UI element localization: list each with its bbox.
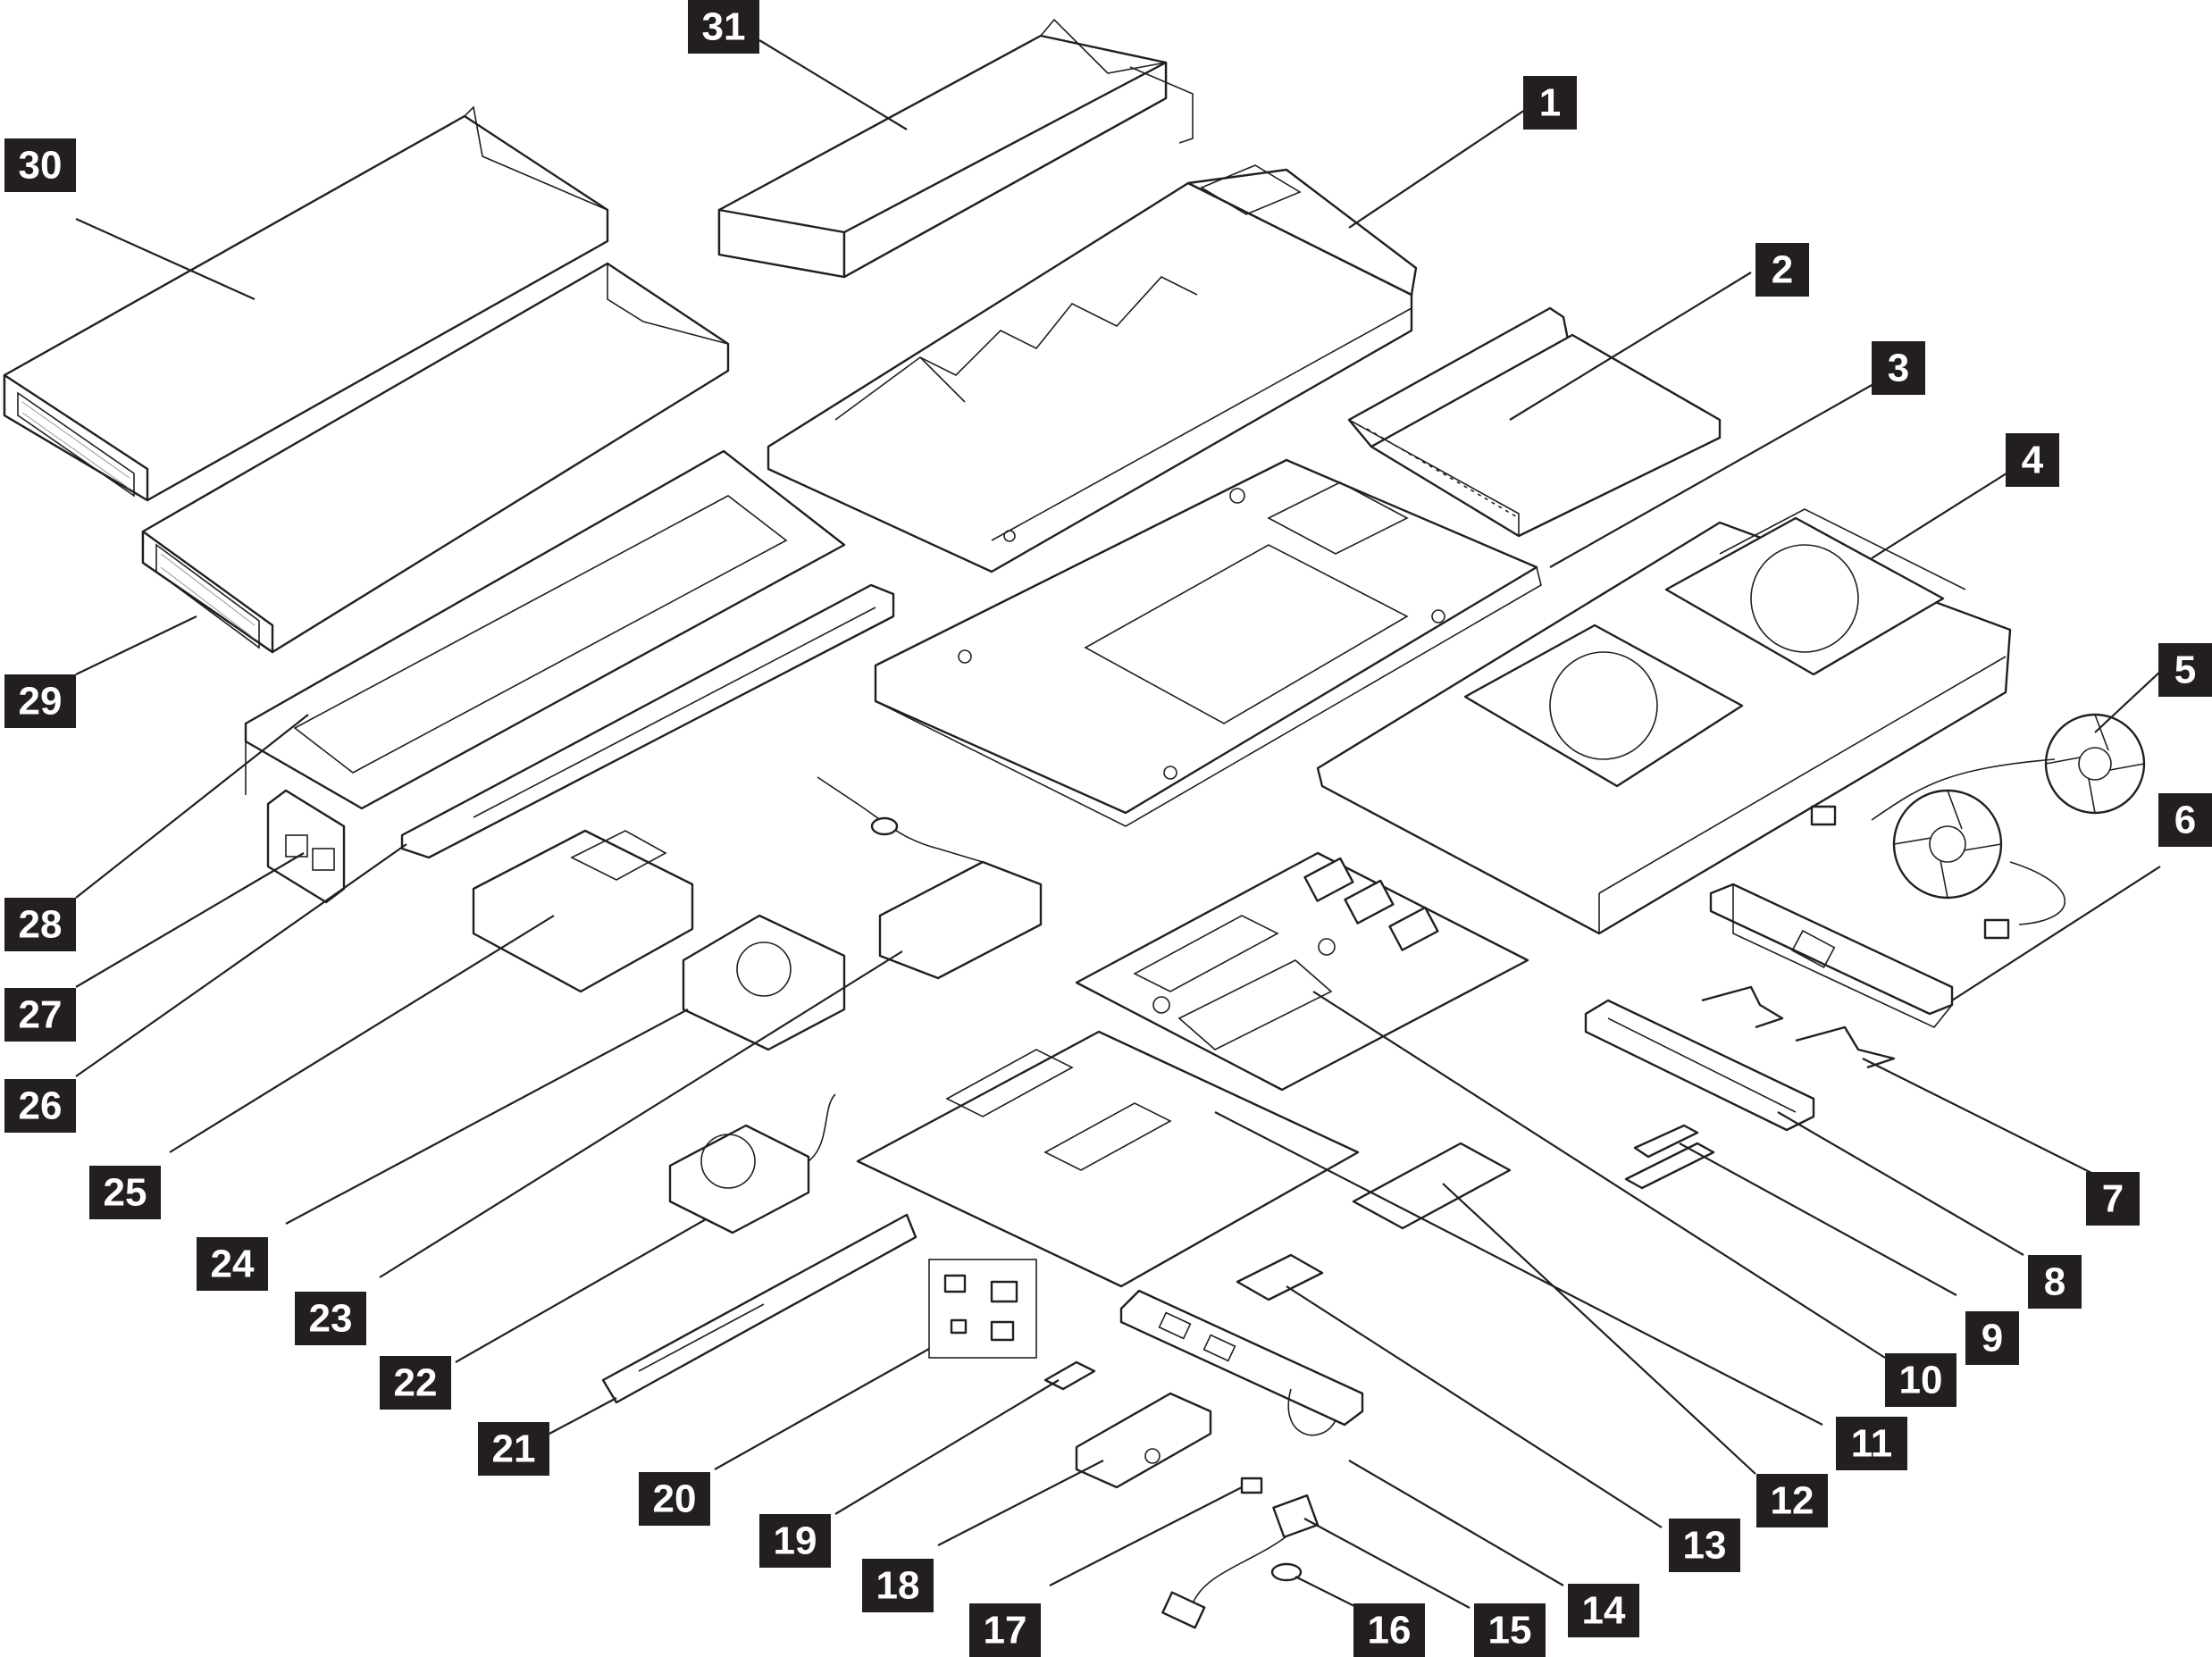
callout-8-text: 8 bbox=[2044, 1260, 2065, 1304]
callout-18: 18 bbox=[862, 1559, 934, 1612]
callout-15: 15 bbox=[1474, 1603, 1546, 1657]
callout-30: 30 bbox=[4, 138, 76, 192]
callout-9: 9 bbox=[1965, 1311, 2019, 1365]
callout-10: 10 bbox=[1885, 1353, 1956, 1407]
callout-13: 13 bbox=[1669, 1519, 1740, 1572]
callout-29: 29 bbox=[4, 674, 76, 728]
callout-23: 23 bbox=[295, 1292, 366, 1345]
callout-1: 1 bbox=[1523, 76, 1577, 130]
callout-14: 14 bbox=[1568, 1584, 1639, 1637]
callout-26: 26 bbox=[4, 1079, 76, 1133]
part-26-rail bbox=[400, 583, 895, 859]
callout-7: 7 bbox=[2086, 1172, 2140, 1226]
callout-6-text: 6 bbox=[2174, 799, 2196, 842]
callout-19: 19 bbox=[759, 1514, 831, 1568]
callout-26-text: 26 bbox=[19, 1084, 63, 1128]
callout-25-text: 25 bbox=[104, 1171, 147, 1215]
callout-30-text: 30 bbox=[19, 144, 63, 188]
part-2-bracket bbox=[1347, 306, 1722, 538]
part-3-top-cover bbox=[874, 458, 1542, 827]
callout-22-text: 22 bbox=[394, 1361, 438, 1405]
callout-17: 17 bbox=[969, 1603, 1041, 1657]
part-27-drive bbox=[266, 789, 346, 904]
callout-11-text: 11 bbox=[1851, 1422, 1893, 1466]
callout-17-text: 17 bbox=[984, 1609, 1027, 1653]
callout-23-text: 23 bbox=[309, 1297, 353, 1341]
callout-12: 12 bbox=[1756, 1474, 1828, 1527]
part-8-rail bbox=[1584, 999, 1815, 1132]
callout-14-text: 14 bbox=[1582, 1589, 1626, 1633]
callout-1-text: 1 bbox=[1539, 81, 1561, 125]
callout-4-text: 4 bbox=[2022, 439, 2044, 482]
part-14-io-bracket bbox=[1119, 1289, 1364, 1436]
part-23-power-adapter bbox=[817, 776, 1043, 980]
callout-10-text: 10 bbox=[1899, 1359, 1943, 1402]
leader-lines bbox=[75, 39, 2163, 1627]
part-1-heatsink-shroud bbox=[767, 164, 1418, 573]
part-22-small-fan bbox=[668, 1093, 836, 1234]
callout-24-text: 24 bbox=[211, 1243, 255, 1286]
callout-20: 20 bbox=[639, 1472, 710, 1526]
callout-21: 21 bbox=[478, 1422, 549, 1476]
part-20-screw-kit bbox=[928, 1259, 1037, 1359]
callout-22: 22 bbox=[380, 1356, 451, 1410]
callout-9-text: 9 bbox=[1982, 1317, 2003, 1360]
callout-16: 16 bbox=[1353, 1603, 1425, 1657]
callout-27-text: 27 bbox=[19, 993, 63, 1037]
callout-5-text: 5 bbox=[2174, 649, 2196, 692]
callout-3: 3 bbox=[1872, 341, 1925, 395]
part-4-fan-housing bbox=[1316, 508, 2012, 935]
callout-20-text: 20 bbox=[653, 1477, 697, 1521]
part-19-chip bbox=[1043, 1360, 1096, 1391]
part-28-tray bbox=[244, 449, 846, 810]
part-13-memory-card bbox=[1352, 1142, 1512, 1230]
callout-7-text: 7 bbox=[2102, 1177, 2124, 1221]
callout-31-text: 31 bbox=[702, 5, 746, 49]
part-5-fans bbox=[1810, 713, 2146, 940]
part-25-air-baffle bbox=[472, 829, 694, 993]
part-30-chassis bbox=[3, 105, 609, 502]
part-31-pcie-adapter bbox=[717, 18, 1194, 279]
callout-8: 8 bbox=[2028, 1255, 2082, 1309]
part-12-m2-card bbox=[1236, 1253, 1324, 1301]
callout-2: 2 bbox=[1755, 243, 1809, 297]
callout-27: 27 bbox=[4, 988, 76, 1042]
callout-4: 4 bbox=[2006, 433, 2059, 487]
callout-11: 11 bbox=[1836, 1417, 1907, 1470]
part-29-chassis bbox=[141, 262, 730, 654]
callout-19-text: 19 bbox=[774, 1519, 817, 1563]
callout-21-text: 21 bbox=[492, 1427, 536, 1471]
callout-16-text: 16 bbox=[1368, 1609, 1412, 1653]
callout-24: 24 bbox=[197, 1237, 268, 1291]
callout-29-text: 29 bbox=[19, 680, 63, 724]
callout-13-text: 13 bbox=[1683, 1524, 1727, 1568]
part-cables bbox=[1161, 1477, 1320, 1629]
callout-28-text: 28 bbox=[19, 903, 63, 947]
callout-5: 5 bbox=[2158, 643, 2212, 697]
callout-2-text: 2 bbox=[1772, 248, 1793, 292]
callout-12-text: 12 bbox=[1771, 1479, 1814, 1523]
callout-3-text: 3 bbox=[1888, 347, 1909, 390]
callout-31: 31 bbox=[688, 0, 759, 54]
part-system-board bbox=[856, 851, 1529, 1288]
part-18-tray bbox=[1075, 1392, 1212, 1489]
part-7-clips bbox=[1701, 985, 1896, 1069]
part-9-memory-modules bbox=[1624, 1124, 1715, 1190]
part-6-bracket bbox=[1709, 883, 1954, 1028]
callout-18-text: 18 bbox=[876, 1564, 920, 1608]
callout-15-text: 15 bbox=[1488, 1609, 1532, 1653]
callout-28: 28 bbox=[4, 898, 76, 951]
part-21-riser bbox=[601, 1213, 917, 1404]
callout-25: 25 bbox=[89, 1166, 161, 1219]
callout-6: 6 bbox=[2158, 793, 2212, 847]
part-24-fan-duct bbox=[682, 914, 846, 1051]
